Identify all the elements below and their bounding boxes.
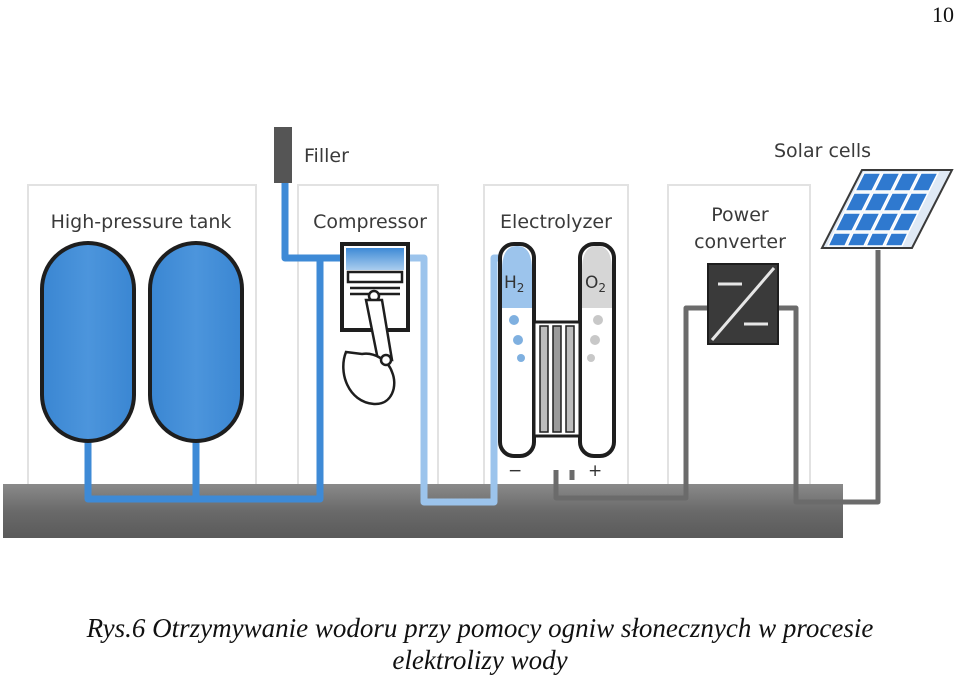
high-pressure-tanks xyxy=(40,241,244,443)
crankshaft xyxy=(342,350,396,406)
solar-cell-grid xyxy=(826,172,940,247)
o2-gas-space xyxy=(582,246,612,308)
electrolyzer: H2 O2 − + xyxy=(498,242,616,481)
o2-bubbles xyxy=(587,315,603,362)
power-converter-label-line2: converter xyxy=(694,231,786,253)
h2-supply-pipe xyxy=(404,254,506,506)
diagram-labels: Filler Solar cells High-pressure tank Co… xyxy=(51,140,871,253)
page-number: 10 xyxy=(932,2,954,27)
caption-line-1: Rys.6 Otrzymywanie wodoru przy pomocy og… xyxy=(86,613,874,643)
tank-right xyxy=(148,241,244,443)
o2-label: O2 xyxy=(585,273,606,295)
hydrogen-production-diagram: H2 O2 − + xyxy=(3,127,954,538)
figure-caption: Rys.6 Otrzymywanie wodoru przy pomocy og… xyxy=(0,612,960,676)
compressor-piston xyxy=(346,270,404,284)
filler-nozzle xyxy=(274,127,292,183)
filler-label: Filler xyxy=(304,145,349,167)
h2-gas-space xyxy=(502,246,532,308)
power-converter xyxy=(707,263,779,345)
compressor-gas-chamber xyxy=(346,248,404,270)
caption-line-2: elektrolizy wody xyxy=(392,645,568,675)
h2-bubbles xyxy=(509,315,525,362)
electrical-wires xyxy=(553,250,881,505)
electrolyzer-label: Electrolyzer xyxy=(500,211,612,233)
converter-output-wire xyxy=(778,250,881,505)
power-converter-label-line1: Power xyxy=(711,204,769,226)
plus-sign: + xyxy=(588,461,602,481)
high-pressure-tank-label: High-pressure tank xyxy=(51,211,232,233)
cathode-wire xyxy=(553,305,708,501)
compressor-mechanism xyxy=(340,242,410,406)
minus-sign: − xyxy=(508,461,522,481)
solar-panel xyxy=(820,169,954,249)
crank-pin xyxy=(379,353,393,367)
tank-manifold-pipe xyxy=(84,182,324,503)
h2-label: H2 xyxy=(504,273,524,295)
compressor-label: Compressor xyxy=(313,211,427,233)
tank-left xyxy=(40,241,136,443)
solar-cells-label: Solar cells xyxy=(774,140,871,162)
section-panels xyxy=(27,184,811,506)
